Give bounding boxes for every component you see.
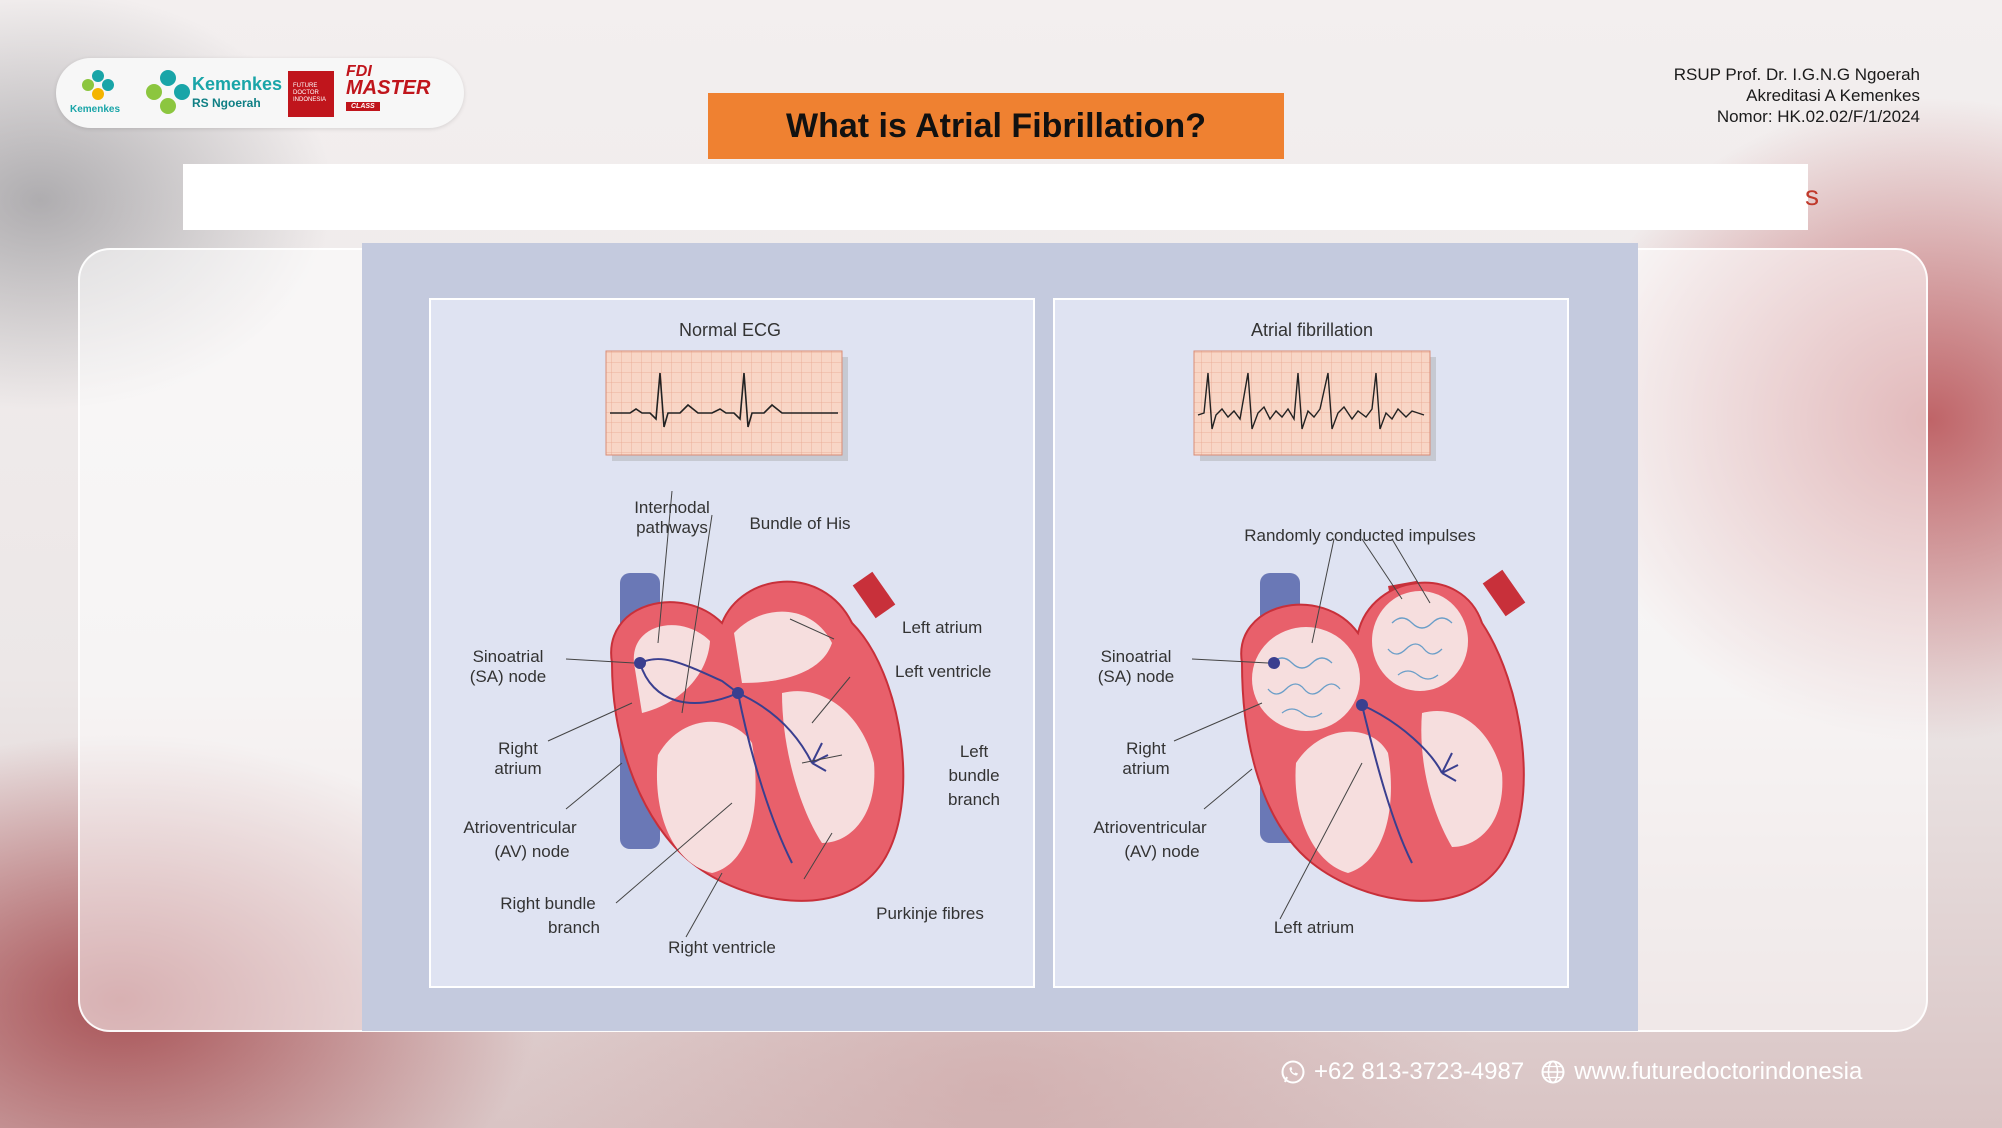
af-title: Atrial fibrillation (1251, 320, 1373, 340)
pulmonary-vessel (852, 571, 896, 619)
af-ecg-strip (1193, 350, 1431, 456)
af-label-av-node-1: Atrioventricular (1093, 818, 1207, 837)
fdi-box-text: FUTURE DOCTOR INDONESIA (293, 83, 327, 103)
kemenkes-small-label: Kemenkes (70, 104, 121, 115)
af-label-sa-node-2: (SA) node (1098, 667, 1175, 686)
label-right-ventricle: Right ventricle (668, 938, 776, 957)
label-right-atrium-2: atrium (494, 759, 541, 778)
normal-ecg-title: Normal ECG (679, 320, 781, 340)
label-right-atrium-1: Right (498, 739, 538, 758)
kemenkes-cross-icon (146, 70, 190, 114)
af-label-right-atrium-2: atrium (1122, 759, 1169, 778)
af-label-random: Randomly conducted impulses (1244, 526, 1476, 545)
label-purkinje: Purkinje fibres (876, 904, 984, 923)
label-left-bundle-1: Left (960, 742, 989, 761)
master-line1: FDI (346, 63, 372, 80)
af-label-left-atrium: Left atrium (1274, 918, 1354, 937)
normal-leader-lines (547, 490, 851, 938)
label-right-bundle-1: Right bundle (500, 894, 595, 913)
master-line2: MASTER (346, 77, 431, 99)
af-leader-lines (1173, 538, 1431, 920)
subtitle-strip (183, 164, 1808, 230)
label-left-bundle-3: branch (948, 790, 1000, 809)
label-left-atrium: Left atrium (902, 618, 982, 637)
fdi-logo-box: FUTURE DOCTOR INDONESIA (288, 71, 334, 117)
label-left-ventricle: Left ventricle (895, 662, 991, 681)
diagram-svg: Normal ECG Inter (429, 298, 1569, 988)
af-ecg-trace (1197, 372, 1425, 430)
label-av-node-2: (AV) node (494, 842, 569, 861)
slide-title: What is Atrial Fibrillation? (708, 93, 1284, 159)
hospital-accreditation: Akreditasi A Kemenkes (1746, 86, 1920, 105)
kemenkes-logo-icon (82, 70, 114, 100)
label-sa-node-1: Sinoatrial (473, 647, 544, 666)
kemenkes-name: Kemenkes (192, 74, 283, 94)
label-sa-node-2: (SA) node (470, 667, 547, 686)
normal-heart (610, 571, 905, 902)
label-right-bundle-2: branch (548, 918, 600, 937)
label-left-bundle-2: bundle (948, 766, 999, 785)
footer-contact: +62 813-3723-4987 www.futuredoctorindone… (1280, 1058, 1862, 1086)
whatsapp-icon (1281, 1060, 1305, 1084)
logo-group: Kemenkes Kemenkes RS Ngoerah FUTURE DOCT… (56, 58, 464, 128)
label-internodal-1: Internodal (634, 498, 710, 517)
fdi-master-logo: FDI MASTER CLASS (346, 64, 430, 112)
af-heart (1240, 569, 1526, 902)
hospital-name: RSUP Prof. Dr. I.G.N.G Ngoerah (1673, 65, 1920, 84)
af-labels: Randomly conducted impulses Sinoatrial (… (1093, 526, 1475, 937)
normal-ecg-strip (605, 350, 843, 456)
globe-icon (1541, 1060, 1565, 1084)
af-label-right-atrium-1: Right (1126, 739, 1166, 758)
normal-ecg-trace (610, 372, 838, 428)
label-internodal-2: pathways (636, 518, 708, 537)
footer-website[interactable]: www.futuredoctorindonesia (1574, 1058, 1863, 1085)
master-line3: CLASS (346, 102, 380, 111)
strip-fragment: s (1805, 180, 1819, 211)
hospital-number: Nomor: HK.02.02/F/1/2024 (1716, 107, 1920, 126)
hospital-info: RSUP Prof. Dr. I.G.N.G Ngoerah Akreditas… (1674, 64, 1920, 127)
kemenkes-sub: RS Ngoerah (192, 96, 261, 110)
normal-labels: Internodal pathways Bundle of His Left a… (463, 498, 1000, 957)
af-label-sa-node-1: Sinoatrial (1101, 647, 1172, 666)
footer-phone[interactable]: +62 813-3723-4987 (1314, 1058, 1525, 1085)
label-av-node-1: Atrioventricular (463, 818, 577, 837)
label-bundle-his: Bundle of His (749, 514, 850, 533)
heart-diagram: Normal ECG Inter (362, 243, 1638, 1031)
af-label-av-node-2: (AV) node (1124, 842, 1199, 861)
